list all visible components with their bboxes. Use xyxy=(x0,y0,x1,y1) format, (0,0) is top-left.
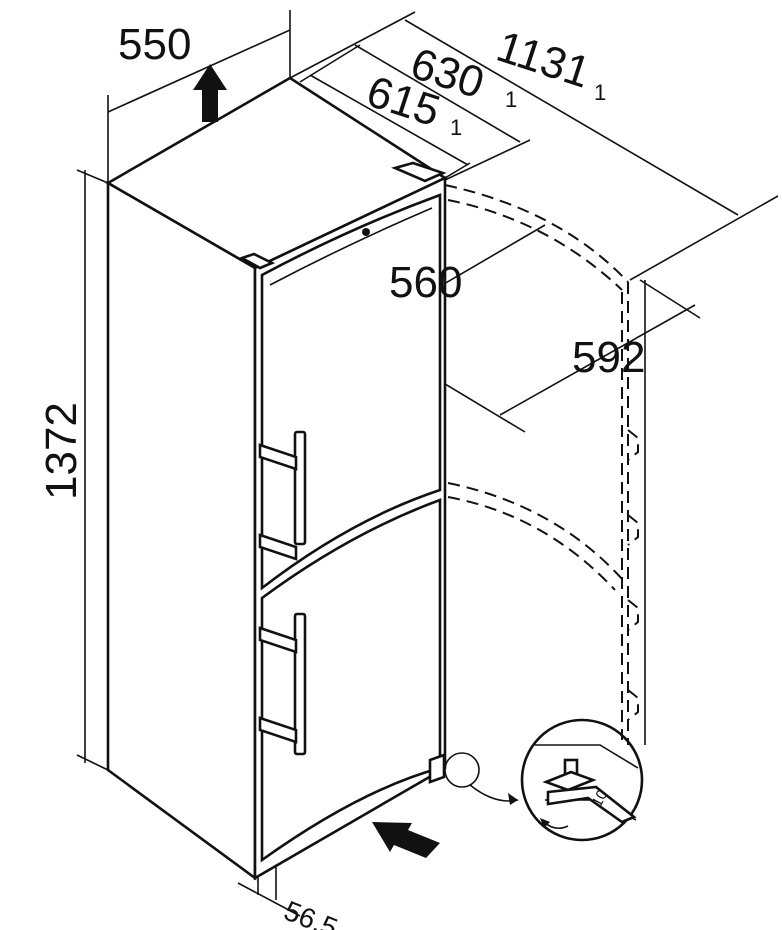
hinge-top xyxy=(238,161,447,270)
foot-offset-label: 56,5 xyxy=(280,895,342,930)
upper-handle xyxy=(258,430,307,561)
depth-1131-footnote: 1 xyxy=(594,80,606,105)
lower-handle xyxy=(258,612,307,756)
fridge-cabinet xyxy=(105,76,448,881)
foot-detail-inset xyxy=(520,718,644,842)
depth-615-footnote: 1 xyxy=(450,115,462,140)
airflow-in-arrow xyxy=(372,822,440,858)
open-door-outline xyxy=(444,184,646,745)
width-dimension-lines xyxy=(107,10,291,183)
width-label: 550 xyxy=(118,20,191,69)
height-dimension-lines xyxy=(76,169,109,771)
niche-depth-label: 592 xyxy=(572,333,645,382)
door-width-label: 560 xyxy=(389,258,462,307)
fridge-foot xyxy=(428,752,519,805)
airflow-up-arrow xyxy=(193,64,227,122)
top-indicator-dot xyxy=(362,228,370,236)
upper-door xyxy=(260,193,442,591)
wrench-size-label: 10 xyxy=(589,787,612,810)
height-label: 1372 xyxy=(37,402,86,500)
depth-630-footnote: 1 xyxy=(505,87,517,112)
depth-dimension-lines xyxy=(289,11,779,281)
